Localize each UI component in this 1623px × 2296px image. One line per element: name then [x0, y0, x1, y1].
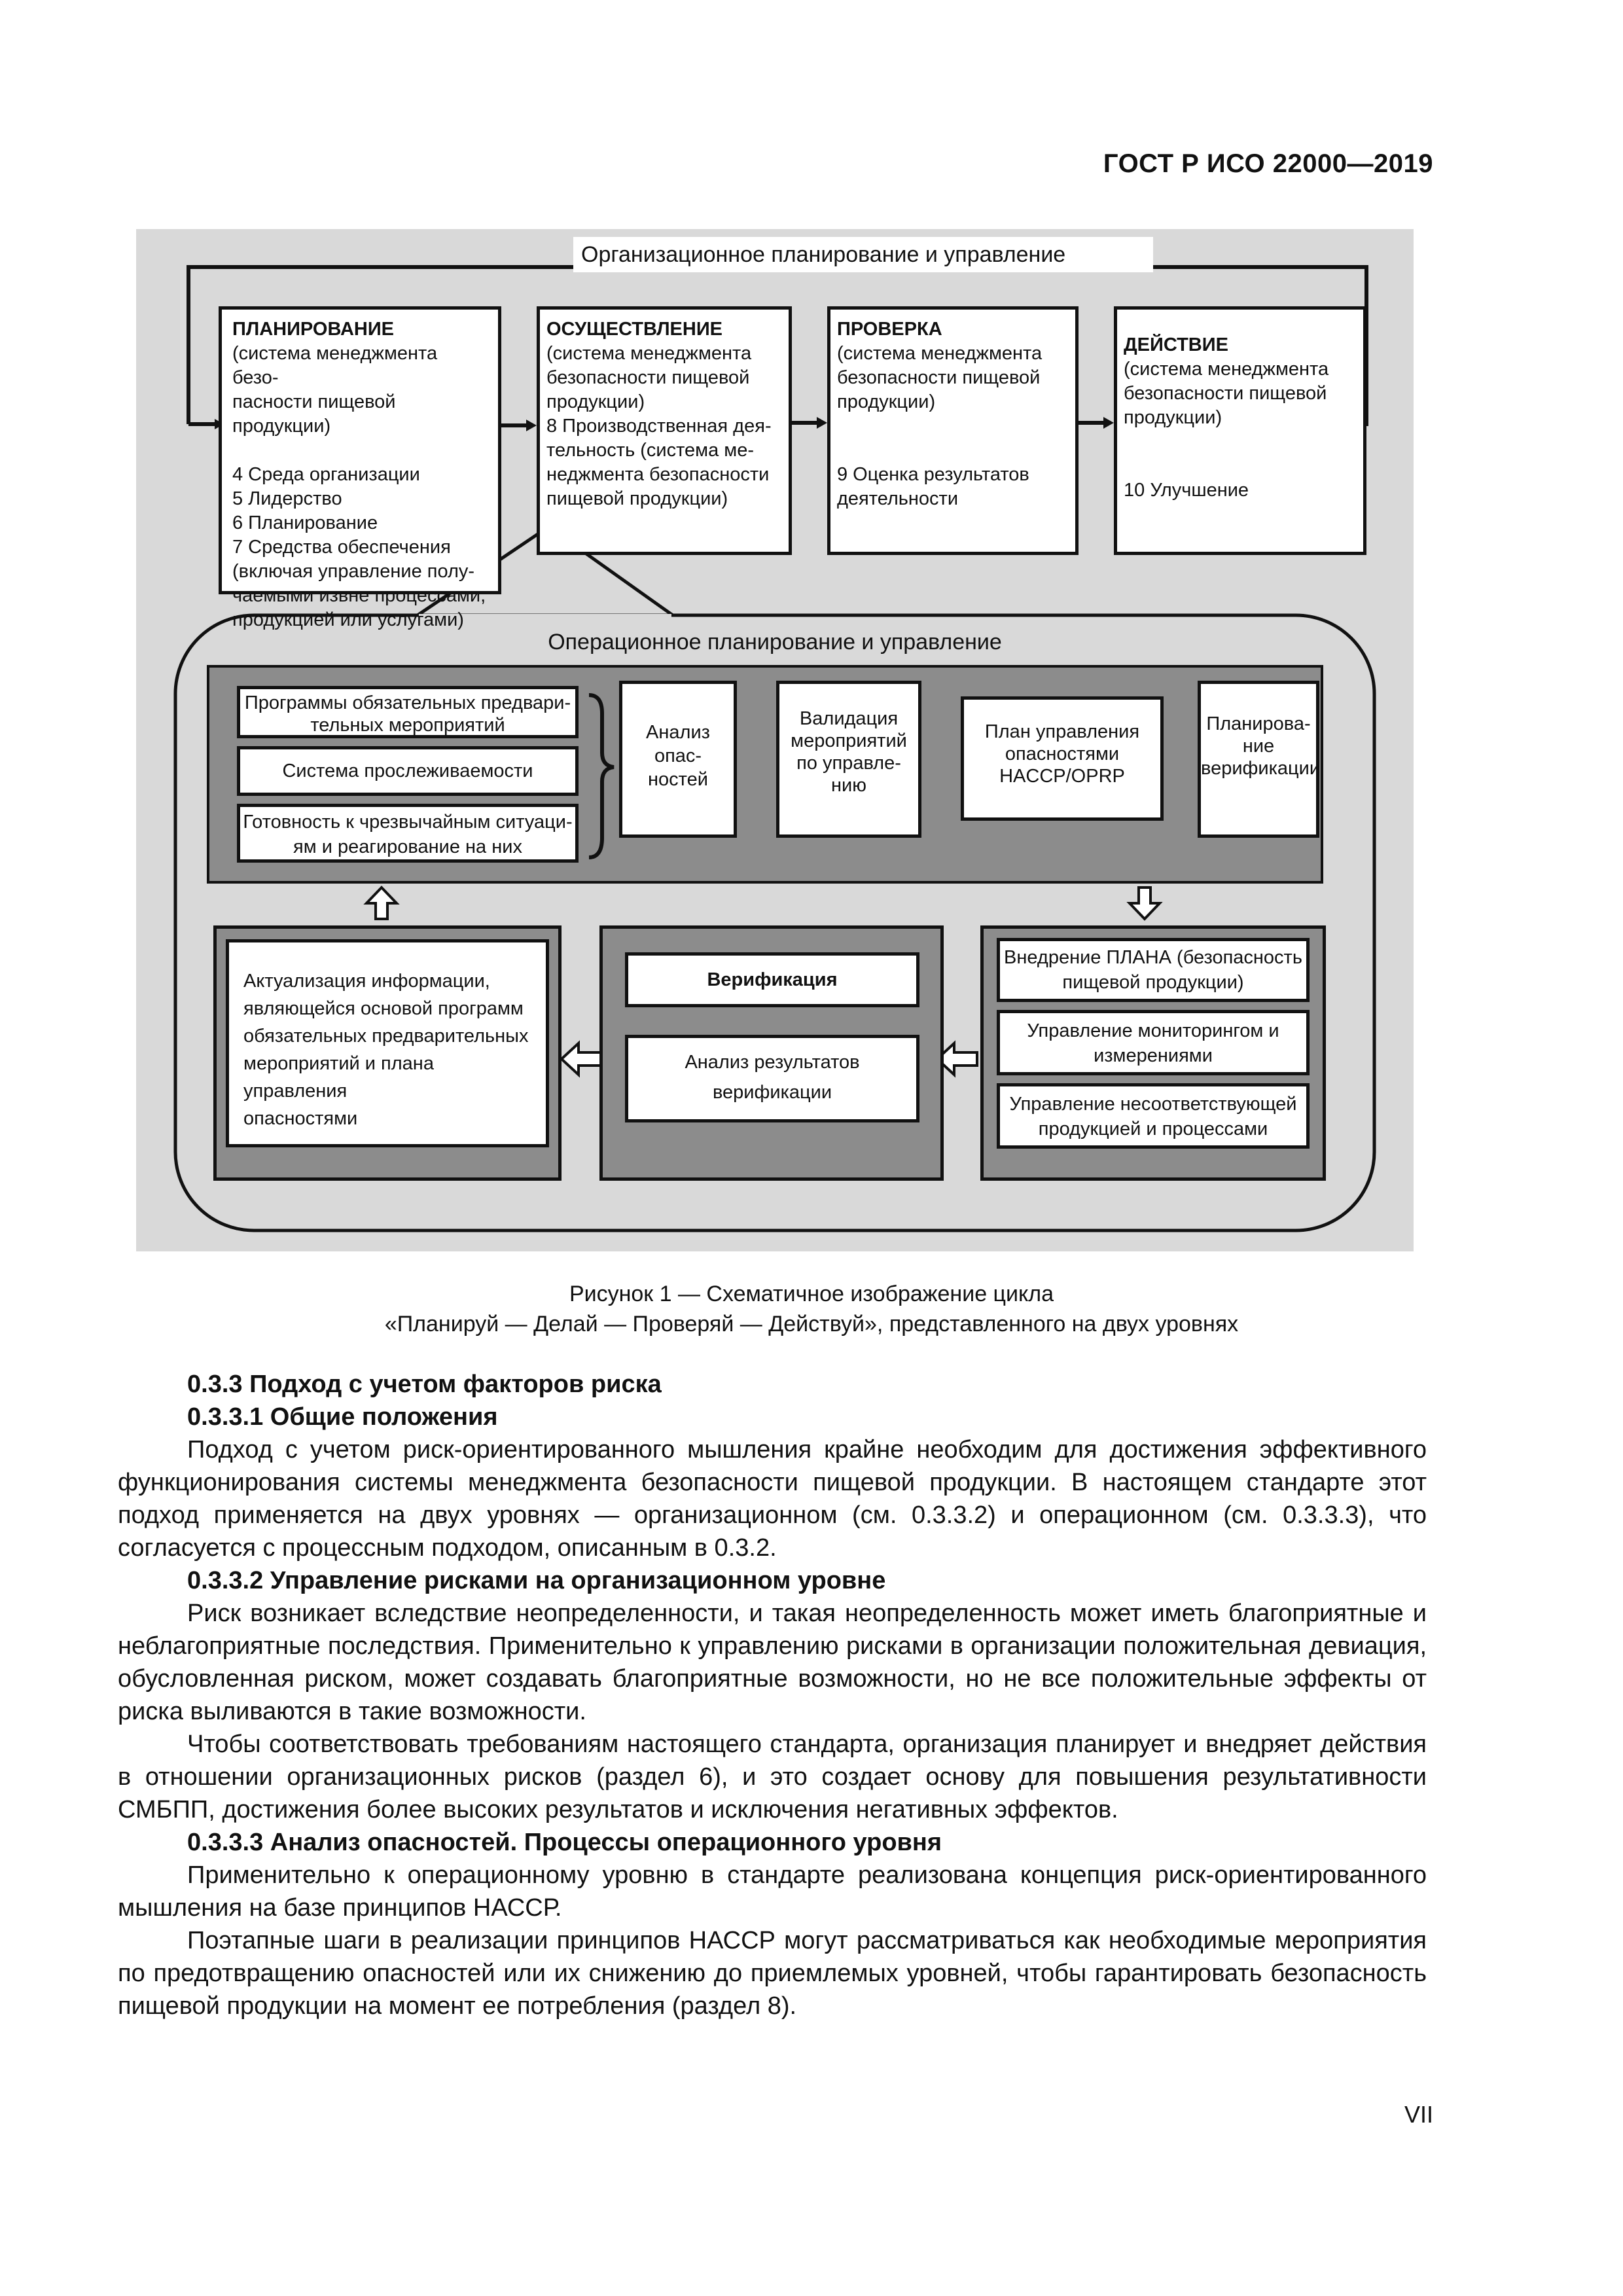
section-heading-0-3-3-3: 0.3.3.3 Анализ опасностей. Процессы опер… [187, 1829, 942, 1856]
verification-planning-box: Планирова- ние верификации [1198, 681, 1320, 838]
page-number: VII [1404, 2101, 1433, 2128]
plan-title: ПЛАНИРОВАНИЕ [232, 319, 395, 340]
paragraph-5: Поэтапные шаги в реализации принципов НА… [118, 1927, 1427, 2020]
figure-caption-line-1: Рисунок 1 — Схематичное изображение цикл… [569, 1282, 1054, 1306]
verification-box: Верификация [625, 952, 919, 1007]
check-title: ПРОВЕРКА [837, 319, 942, 340]
plan-description: (система менеджмента безо-пасности пищев… [232, 343, 486, 630]
operational-level-title: Операционное планирование и управление [548, 630, 1002, 655]
paragraph-4: Применительно к операционному уровню в с… [118, 1861, 1427, 1922]
section-heading-0-3-3-2: 0.3.3.2 Управление рисками на организаци… [187, 1567, 886, 1594]
hazard-analysis-box: Анализ опас- ностей [619, 681, 737, 838]
emergency-box: Готовность к чрезвычайным ситуаци- ям и … [237, 804, 579, 863]
org-level-title: Организационное планирование и управлени… [573, 237, 1153, 272]
verification-panel: Верификация Анализ результатов верификац… [599, 925, 944, 1181]
section-heading-0-3-3: 0.3.3 Подход с учетом факторов риска [187, 1371, 662, 1398]
prp-box: Программы обязательных предвари- тельных… [237, 686, 579, 738]
implementation-box: Внедрение ПЛАНА (безопасность пищевой пр… [997, 938, 1310, 1002]
nonconforming-box: Управление несоответствующей продукцией … [997, 1083, 1310, 1149]
monitoring-box: Управление мониторингом и измерениями [997, 1010, 1310, 1075]
update-panel: Актуализация информации, являющейся осно… [213, 925, 562, 1181]
verification-analysis-box: Анализ результатов верификации [625, 1035, 919, 1122]
paragraph-1: Подход с учетом риск-ориентированного мы… [118, 1436, 1427, 1562]
document-header: ГОСТ Р ИСО 22000—2019 [1103, 149, 1433, 178]
pdca-figure: Организационное планирование и управлени… [136, 229, 1414, 1251]
implementation-panel: Внедрение ПЛАНА (безопасность пищевой пр… [980, 925, 1326, 1181]
paragraph-2: Риск возникает вследствие неопределеннос… [118, 1600, 1427, 1725]
update-box: Актуализация информации, являющейся осно… [226, 939, 549, 1147]
body-text: 0.3.3 Подход с учетом факторов риска 0.3… [118, 1368, 1427, 2022]
paragraph-3: Чтобы соответствовать требованиям настоя… [118, 1731, 1427, 1823]
traceability-box: Система прослеживаемости [237, 746, 579, 796]
plan-box: ПЛАНИРОВАНИЕ (система менеджмента безо-п… [219, 306, 501, 630]
haccp-plan-box: План управления опасностями HACCP/OPRP [961, 696, 1164, 821]
do-title: ОСУЩЕСТВЛЕНИЕ [546, 319, 723, 340]
figure-caption-line-2: «Планируй — Делай — Проверяй — Действуй»… [384, 1312, 1239, 1336]
validation-box: Валидация мероприятий по управле- нию [776, 681, 921, 838]
act-title: ДЕЙСТВИЕ [1124, 334, 1228, 355]
section-heading-0-3-3-1: 0.3.3.1 Общие положения [187, 1403, 498, 1431]
